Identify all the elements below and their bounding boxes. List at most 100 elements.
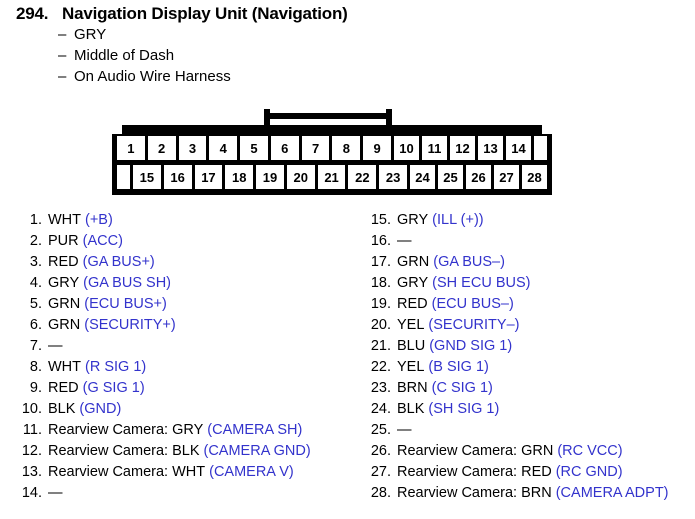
pin-legend-signal: (ACC) (82, 233, 123, 249)
pin-legend-row: 13. Rearview Camera: WHT(CAMERA V) (16, 464, 356, 485)
pin-legend-number: 8. (29, 359, 42, 375)
pin-legend-number: 13. (21, 464, 42, 480)
pin-legend-signal: (B SIG 1) (428, 359, 489, 375)
connector-pin-24: 24 (410, 165, 435, 189)
pin-legend-wire: RED (397, 296, 428, 312)
subtitle-dash: – (58, 26, 67, 43)
pin-legend-number: 18. (370, 275, 391, 291)
pin-legend-row: 12.Rearview Camera: BLK(CAMERA GND) (16, 443, 356, 464)
pin-legend-signal: (SH SIG 1) (428, 401, 500, 417)
pin-legend-number: 15. (370, 212, 391, 228)
connector-pin-9: 9 (363, 136, 392, 160)
pin-legend-number: 17. (370, 254, 391, 270)
pin-legend-wire: GRY (397, 212, 429, 228)
pin-legend-wire: Rearview Camera: GRY (48, 422, 204, 438)
pin-legend-number: 23. (370, 380, 391, 396)
subtitle-line: –Middle of Dash (58, 45, 676, 66)
subtitle-text: GRY (74, 26, 107, 43)
subtitle-line: –GRY (58, 24, 676, 45)
shell-notch-right (542, 125, 552, 134)
connector-pin-12: 12 (450, 136, 476, 160)
pin-legend-wire: RED (48, 254, 79, 270)
pin-legend-wire: Rearview Camera: BLK (48, 443, 200, 459)
connector-pin-19: 19 (256, 165, 284, 189)
pin-legend-signal: (R SIG 1) (85, 359, 147, 375)
pin-legend-unused: — (48, 485, 63, 501)
pin-legend-number: 22. (370, 359, 391, 375)
pin-legend-signal: (GND SIG 1) (429, 338, 513, 354)
page-title: 294. Navigation Display Unit (Navigation… (16, 4, 676, 24)
pin-legend-wire: Rearview Camera: RED (397, 464, 552, 480)
pin-legend-signal: (C SIG 1) (431, 380, 493, 396)
latch-post-right (386, 109, 392, 137)
pin-legend-wire: Rearview Camera: BRN (397, 485, 552, 501)
pin-legend-number: 2. (29, 233, 42, 249)
pin-legend-signal: (GA BUS–) (433, 254, 505, 270)
pin-legend-row: 26.Rearview Camera: GRN(RC VCC) (365, 443, 695, 464)
connector-blank-slot-bottom-left (117, 165, 130, 189)
pin-legend-left: 1.WHT(+B)2.PUR(ACC)3.RED(GA BUS+)4.GRY(G… (16, 212, 356, 506)
subtitle-line: –On Audio Wire Harness (58, 66, 676, 87)
pin-legend-unused: — (397, 233, 412, 249)
pin-legend-signal: (CAMERA ADPT) (555, 485, 669, 501)
pin-legend-wire: Rearview Camera: WHT (48, 464, 206, 480)
pin-legend-number: 14. (21, 485, 42, 501)
connector-pin-13: 13 (478, 136, 504, 160)
latch-post-left (264, 109, 270, 137)
connector-pin-11: 11 (422, 136, 448, 160)
pin-legend-row: 28.Rearview Camera: BRN(CAMERA ADPT) (365, 485, 695, 506)
pin-legend-row: 6.GRN(SECURITY+) (16, 317, 356, 338)
connector-pin-15: 15 (132, 165, 161, 189)
pin-legend-number: 26. (370, 443, 391, 459)
pin-legend-row: 4.GRY(GA BUS SH) (16, 275, 356, 296)
pin-legend-number: 19. (370, 296, 391, 312)
pin-legend-wire: WHT (48, 212, 82, 228)
pin-legend-signal: (RC GND) (555, 464, 623, 480)
pin-legend-wire: GRN (48, 296, 81, 312)
pin-legend-number: 20. (370, 317, 391, 333)
shell-notch-left (112, 125, 122, 134)
subtitle-text: On Audio Wire Harness (74, 68, 231, 85)
latch-bar (264, 113, 392, 119)
subtitle-text: Middle of Dash (74, 47, 175, 64)
pin-legend-wire: BLU (397, 338, 426, 354)
pin-legend-row: 14. — (16, 485, 356, 506)
connector-pin-23: 23 (379, 165, 407, 189)
connector-pin-2: 2 (147, 136, 176, 160)
pin-legend-wire: WHT (48, 359, 82, 375)
pin-legend-number: 25. (370, 422, 391, 438)
pin-legend-wire: GRY (48, 275, 80, 291)
pin-legend-number: 16. (370, 233, 391, 249)
pin-legend-row: 24.BLK(SH SIG 1) (365, 401, 695, 422)
pin-legend-wire: GRN (48, 317, 81, 333)
connector-pin-14: 14 (506, 136, 532, 160)
connector-pin-25: 25 (438, 165, 463, 189)
pin-legend-signal: (GA BUS+) (82, 254, 155, 270)
connector-pin-26: 26 (466, 165, 491, 189)
pin-legend-row: 5.GRN(ECU BUS+) (16, 296, 356, 317)
pin-legend-right: 15.GRY(ILL (+))16.—17.GRN(GA BUS–)18.GRY… (365, 212, 695, 506)
pin-legend-wire: GRY (397, 275, 429, 291)
subtitle-list: –GRY–Middle of Dash–On Audio Wire Harnes… (16, 24, 676, 87)
pin-legend-row: 15.GRY(ILL (+)) (365, 212, 695, 233)
connector-blank-slot-top-right (534, 136, 547, 160)
pin-legend-unused: — (397, 422, 412, 438)
connector-pin-5: 5 (240, 136, 268, 160)
pin-legend-row: 20.YEL(SECURITY–) (365, 317, 695, 338)
pin-legend-wire: Rearview Camera: GRN (397, 443, 554, 459)
pin-legend-signal: (CAMERA V) (209, 464, 294, 480)
pin-legend-signal: (CAMERA SH) (207, 422, 303, 438)
pin-legend-row: 27.Rearview Camera: RED(RC GND) (365, 464, 695, 485)
pin-legend-number: 1. (29, 212, 42, 228)
connector-pin-4: 4 (209, 136, 238, 160)
pin-legend-signal: (CAMERA GND) (203, 443, 311, 459)
pin-legend-wire: YEL (397, 359, 425, 375)
pin-legend-number: 10. (21, 401, 42, 417)
pin-legend-number: 11. (22, 422, 42, 438)
pin-legend-signal: (G SIG 1) (82, 380, 145, 396)
pin-legend-wire: BRN (397, 380, 428, 396)
pin-legend-wire: PUR (48, 233, 79, 249)
pin-legend-signal: (SECURITY+) (84, 317, 176, 333)
